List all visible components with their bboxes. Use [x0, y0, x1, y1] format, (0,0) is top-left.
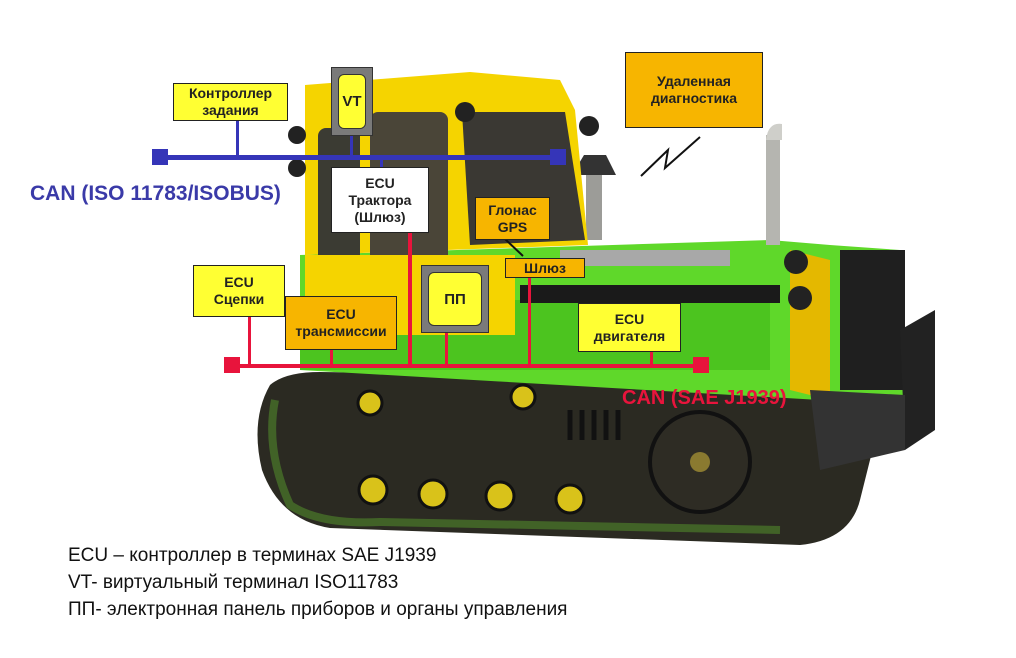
vt-label: VT [338, 74, 366, 129]
isobus-terminator-right [550, 149, 566, 165]
j1939-drop-transmission [330, 350, 333, 366]
legend: ECU – контроллер в терминах SAE J1939 VT… [68, 542, 567, 623]
isobus-terminator-left [152, 149, 168, 165]
j1939-drop-tractor-ecu [408, 232, 412, 366]
j1939-terminator-left [224, 357, 240, 373]
task-controller-box: Контроллер задания [173, 83, 288, 121]
j1939-drop-engine [650, 352, 653, 366]
glonass-gps-box: Глонас GPS [475, 197, 550, 240]
j1939-terminator-right [693, 357, 709, 373]
legend-vt: VT- виртуальный терминал ISO11783 [68, 572, 399, 593]
isobus-line [160, 155, 560, 160]
instrument-panel-box: ПП [421, 265, 489, 333]
isobus-label: CAN (ISO 11783/ISOBUS) [30, 182, 281, 205]
vt-terminal-box: VT [331, 67, 373, 136]
engine-ecu-box: ECU двигателя [578, 303, 681, 352]
j1939-drop-panel [445, 333, 448, 366]
isobus-drop-tractor-ecu [380, 158, 383, 168]
isobus-drop-vt [350, 133, 353, 156]
j1939-drop-hitch [248, 316, 251, 366]
tractor-ecu-gateway-box: ECU Трактора (Шлюз) [331, 167, 429, 233]
j1939-drop-gateway [528, 277, 531, 366]
remote-diagnostics-box: Удаленная диагностика [625, 52, 763, 128]
legend-ecu: ECU – контроллер в терминах SAE J1939 [68, 545, 437, 566]
isobus-drop-task-controller [236, 120, 239, 156]
instrument-panel-label: ПП [428, 272, 482, 326]
j1939-line [232, 364, 704, 368]
hitch-ecu-box: ECU Сцепки [193, 265, 285, 317]
legend-pp: ПП- электронная панель приборов и органы… [68, 599, 568, 620]
gateway-box: Шлюз [505, 258, 585, 278]
j1939-label: CAN (SAE J1939) [622, 387, 787, 409]
transmission-ecu-box: ECU трансмиссии [285, 296, 397, 350]
